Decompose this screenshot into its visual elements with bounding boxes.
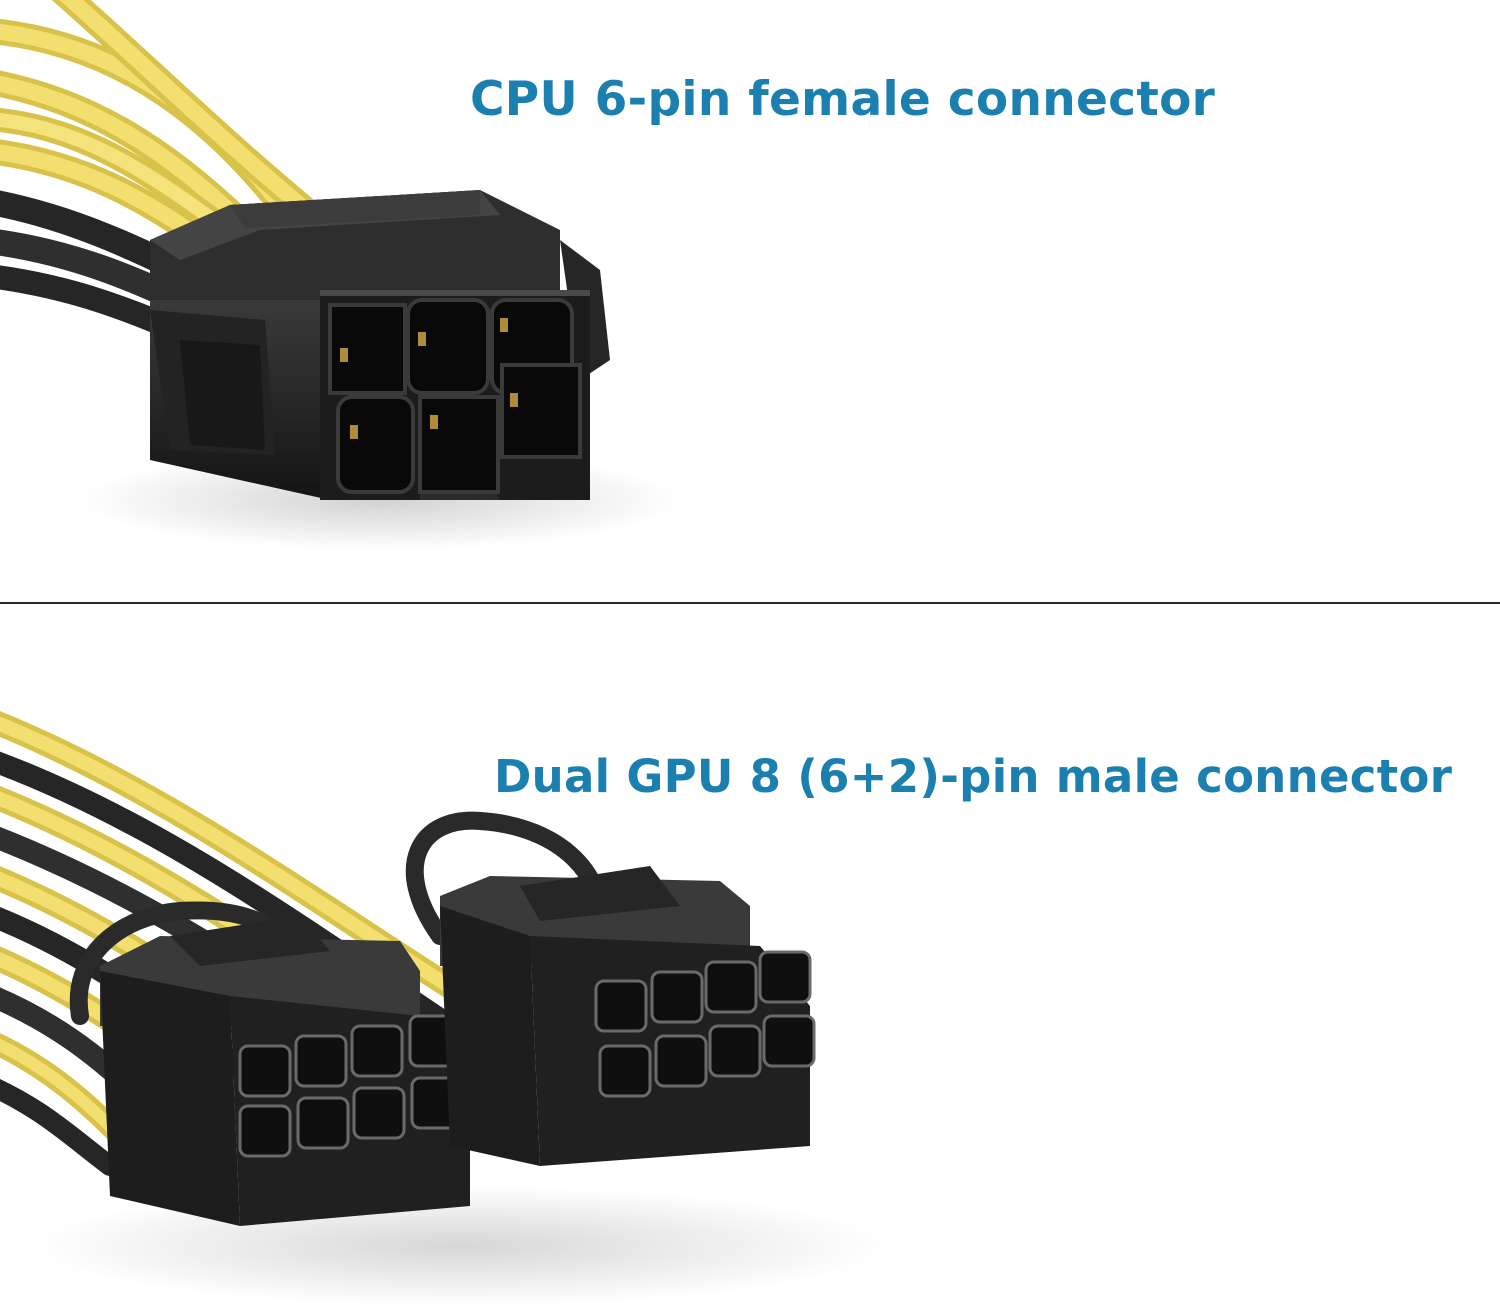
gpu-connector-right bbox=[440, 866, 816, 1166]
gpu-connector-left bbox=[100, 916, 470, 1226]
cpu-connector-photo: CPU 6-pin female connector bbox=[0, 0, 1500, 602]
dual-gpu-8pin-male-connector-image bbox=[0, 711, 890, 1306]
pin-socket bbox=[406, 298, 490, 395]
pin-socket bbox=[336, 395, 415, 494]
caption-cpu-connector: CPU 6-pin female connector bbox=[470, 72, 1216, 127]
pin-socket bbox=[500, 363, 582, 459]
caption-gpu-connector: Dual GPU 8 (6+2)-pin male connector bbox=[494, 750, 1453, 803]
pin-row bbox=[594, 950, 816, 1098]
pin-socket bbox=[328, 303, 407, 395]
gpu-connector-photo: Dual GPU 8 (6+2)-pin male connector bbox=[0, 606, 1500, 1315]
panel-divider bbox=[0, 602, 1500, 604]
cpu-pin-sockets bbox=[328, 298, 582, 494]
pin-socket bbox=[418, 395, 500, 494]
cpu-6pin-female-connector-image bbox=[0, 0, 680, 550]
